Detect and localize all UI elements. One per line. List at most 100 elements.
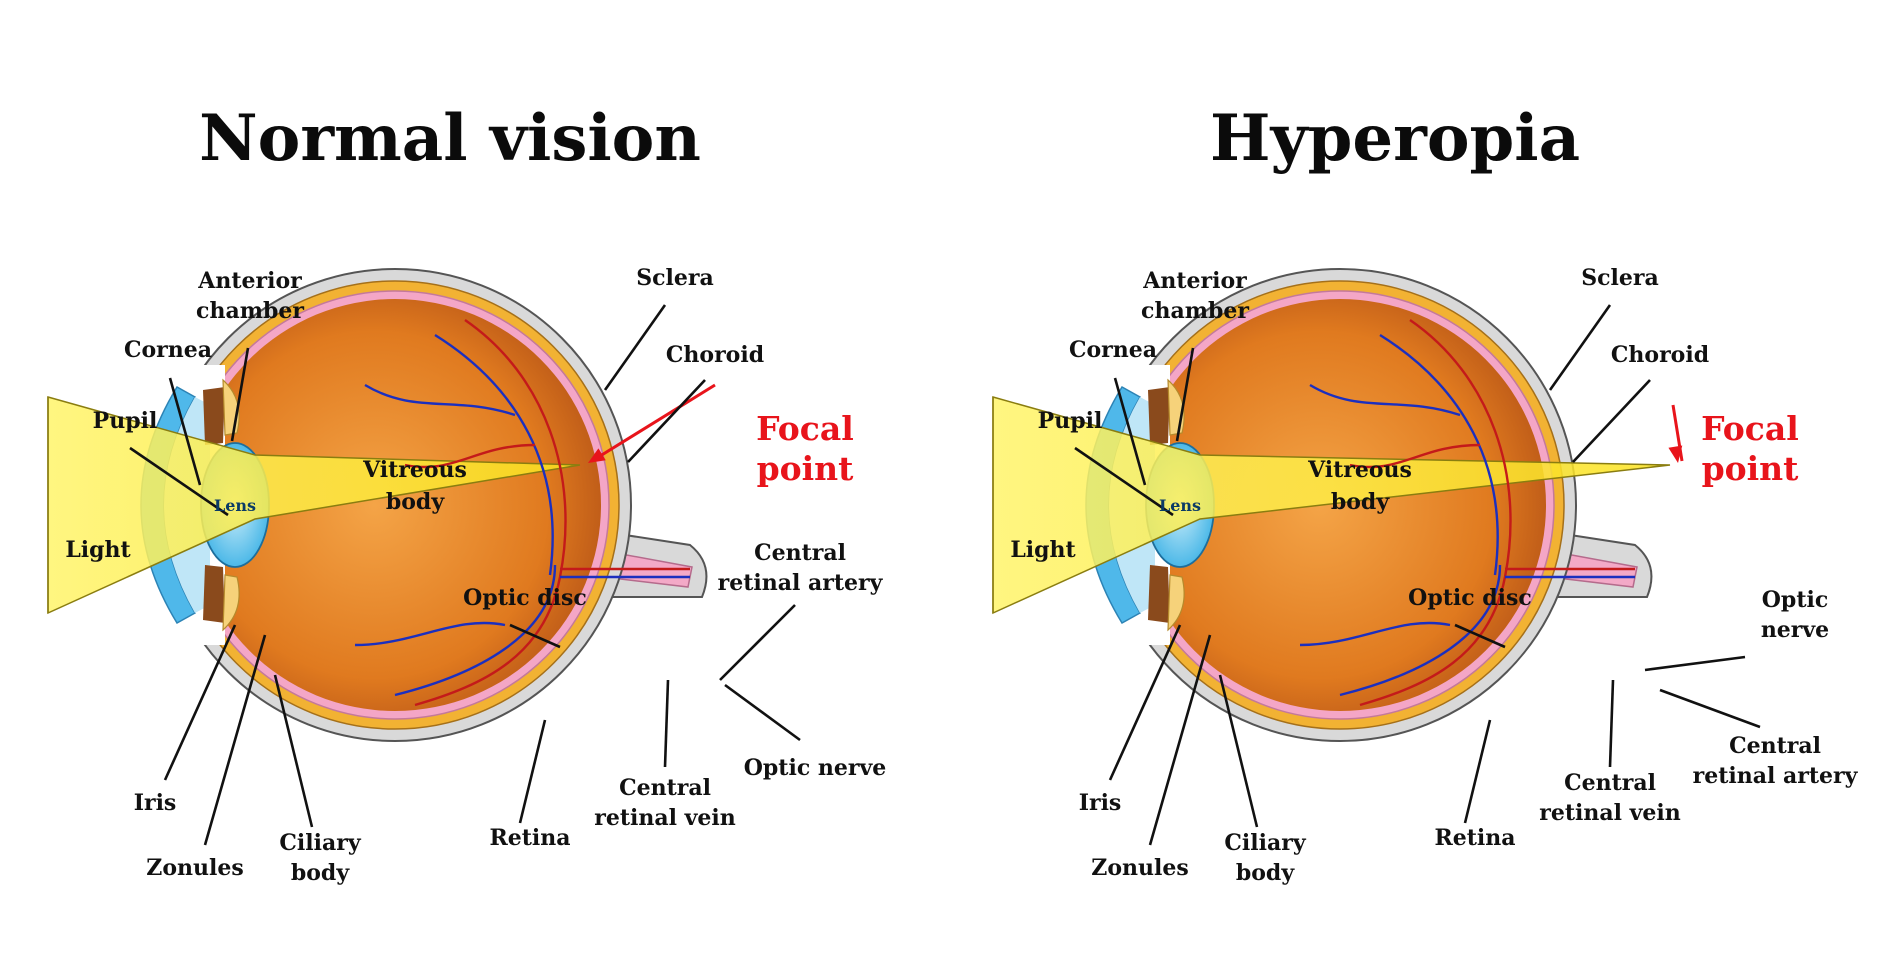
leader-anterior-chamber [1175,347,1195,442]
vein-2 [1309,383,1461,417]
leader-retina [518,719,547,824]
label-sclera: Sclera [1581,265,1658,291]
label-lens: Lens [1159,496,1201,515]
leader-central-retinal-vein [1608,679,1615,768]
label-retina: Retina [1434,825,1515,851]
label-cornea: Cornea [1069,337,1157,363]
artery-6 [1349,443,1481,469]
label-optic-disc: Optic disc [463,585,587,611]
label-light-line: Light [1010,537,1076,563]
vein-0 [1379,333,1499,576]
label-central-retinal-vein-line: retinal vein [1539,800,1681,826]
label-zonules-line: Zonules [146,855,243,881]
leader-iris [163,624,237,781]
label-lens: Lens [214,496,256,515]
artery-5 [414,576,562,707]
leader-iris [1108,624,1182,781]
label-optic-nerve-line: Optic nerve [744,755,886,781]
label-cornea-line: Cornea [124,337,212,363]
label-choroid-line: Choroid [666,342,764,368]
vitreous-body [1134,299,1546,711]
leader-choroid [1572,379,1651,463]
label-anterior-chamber-line: chamber [196,298,304,324]
label-light: Light [1010,537,1076,563]
label-cornea: Cornea [124,337,212,363]
label-lens-line: Lens [1159,496,1201,515]
vein-3 [1299,621,1451,647]
focal-arrow-head [588,448,606,463]
label-choroid-line: Choroid [1611,342,1709,368]
label-vitreous-body-line: body [1331,489,1390,515]
label-optic-disc-line: Optic disc [1408,585,1532,611]
leader-anterior-chamber [230,347,250,442]
leader-cornea [1113,377,1147,486]
vein-1 [1339,564,1502,697]
label-sclera-line: Sclera [1581,265,1658,291]
panel-title: Normal vision [199,101,701,176]
label-sclera: Sclera [636,265,713,291]
focal-arrow-head [1668,445,1683,463]
label-retina-line: Retina [1434,825,1515,851]
vein-1 [394,564,557,697]
leader-pupil [129,446,229,517]
leader-retina [1463,719,1492,824]
iris-top [1148,387,1170,445]
label-optic-disc: Optic disc [1408,585,1532,611]
leader-zonules [203,634,267,846]
focal-arrow-shaft [591,383,716,463]
artery-4 [464,319,567,578]
label-optic-nerve: Optic nerve [744,755,886,781]
label-choroid: Choroid [666,342,764,368]
label-lens-line: Lens [214,496,256,515]
label-iris: Iris [1079,790,1122,816]
iris-bottom [203,565,225,623]
label-cornea-line: Cornea [1069,337,1157,363]
leader-optic-disc [509,623,561,649]
label-sclera-line: Sclera [636,265,713,291]
label-vitreous-body-line: Vitreous [1307,457,1412,483]
ciliary-body-bottom [1167,574,1185,632]
leader-central-retinal-artery [719,604,796,681]
label-optic-disc-line: Optic disc [463,585,587,611]
ciliary-body-bottom [222,574,240,632]
label-pupil-line: Pupil [1038,408,1103,434]
label-retina-line: Retina [489,825,570,851]
leader-choroid [627,379,706,463]
label-choroid: Choroid [1611,342,1709,368]
label-optic-nerve-line: Optic [1762,587,1828,613]
label-anterior-chamber-line: Anterior [1142,268,1247,294]
label-central-retinal-artery-line: retinal artery [1693,763,1859,789]
label-pupil: Pupil [1038,408,1103,434]
label-central-retinal-vein-line: Central [619,775,711,801]
label-central-retinal-artery-line: retinal artery [718,570,884,596]
label-vitreous-body-line: Vitreous [362,457,467,483]
label-ciliary-body-line: body [1236,860,1295,886]
label-pupil-line: Pupil [93,408,158,434]
leader-optic-nerve [724,683,801,742]
label-central-retinal-artery: Central retinal artery [1693,733,1859,789]
leader-pupil [1074,446,1174,517]
leader-ciliary-body [273,674,314,828]
label-zonules: Zonules [146,855,243,881]
label-pupil: Pupil [93,408,158,434]
label-ciliary-body-line: body [291,860,350,886]
leader-ciliary-body [1218,674,1259,828]
label-central-retinal-artery-line: Central [1729,733,1821,759]
label-central-retinal-vein-line: retinal vein [594,805,736,831]
vein-3 [354,621,506,647]
leader-sclera [603,304,667,391]
label-focal-point-line: Focal [1701,409,1799,448]
label-focal-point-line: point [757,449,855,488]
leader-cornea [168,377,202,486]
label-central-retinal-vein: Central retinal vein [594,775,736,831]
leader-optic-disc [1454,623,1506,649]
